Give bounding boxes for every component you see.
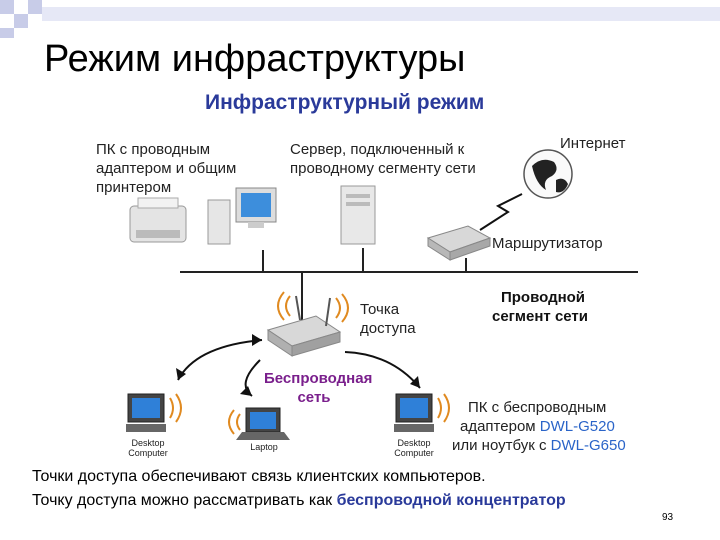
server-icon: [340, 185, 376, 245]
page-number: 93: [662, 512, 674, 523]
router-label: Маршрутизатор: [492, 235, 603, 252]
slide-title: Режим инфраструктуры: [44, 38, 466, 80]
wired-segment-line: [180, 248, 638, 320]
caption-highlight: беспроводной концентратор: [336, 492, 566, 509]
corner-decoration: [0, 0, 720, 38]
access-point-icon: [266, 295, 342, 357]
internet-label: Интернет: [560, 135, 626, 152]
desktop-computer-left-icon: [126, 393, 166, 432]
laptop-icon: [236, 407, 290, 440]
wireless-wave-icon: [277, 291, 349, 323]
caption-line-2: Точку доступа можно рассматривать как бе…: [32, 492, 566, 509]
diagram-title: Инфраструктурный режим: [205, 91, 485, 114]
router-icon: [426, 225, 492, 261]
wired-pc-icon: [207, 187, 277, 245]
desktop-computer-right-icon: [394, 393, 434, 432]
internet-link: [479, 193, 523, 231]
client-wireless-waves: [169, 393, 450, 435]
internet-globe-icon: [523, 149, 573, 199]
printer-icon: [129, 197, 187, 243]
caption-line-1: Точки доступа обеспечивают связь клиентс…: [32, 468, 486, 485]
laptop-caption: Laptop: [250, 442, 278, 452]
